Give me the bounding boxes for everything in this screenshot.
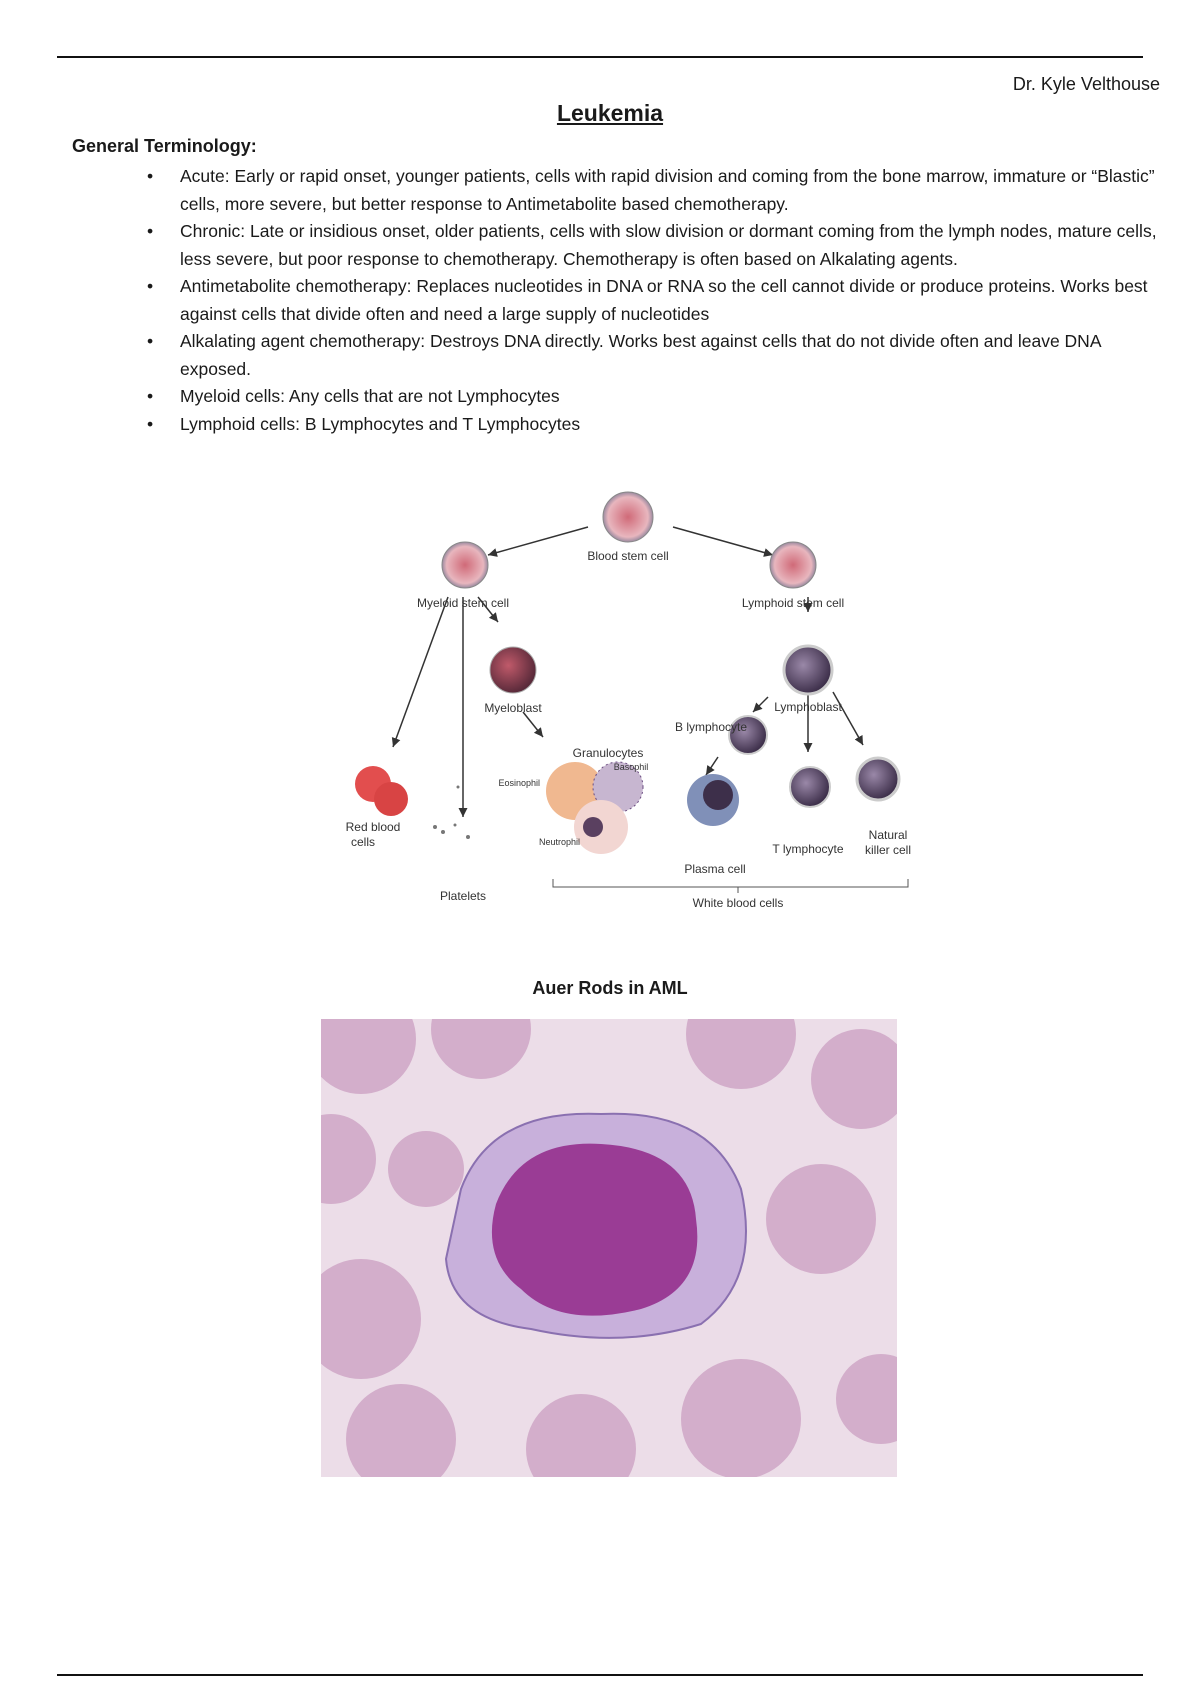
platelets-icon — [433, 785, 470, 839]
lymphoid-stem-cell-icon — [769, 541, 817, 589]
auer-rods-micrograph — [321, 1019, 897, 1477]
bottom-rule — [57, 1674, 1143, 1676]
label-blood-stem: Blood stem cell — [587, 549, 668, 563]
list-item: Myeloid cells: Any cells that are not Ly… — [147, 383, 1160, 411]
label-lymphoblast: Lymphoblast — [774, 700, 842, 714]
label-basophil: Basophil — [614, 762, 649, 772]
figure-caption: Auer Rods in AML — [532, 978, 688, 998]
label-nk-1: Natural — [869, 828, 908, 842]
label-rbc-2: cells — [351, 835, 375, 849]
label-myeloid-stem: Myeloid stem cell — [417, 596, 509, 610]
label-rbc-1: Red blood — [346, 820, 401, 834]
section-heading: General Terminology: — [72, 136, 257, 156]
wbc-bracket — [552, 879, 909, 893]
list-item: Antimetabolite chemotherapy: Replaces nu… — [147, 273, 1160, 328]
label-plasma-cell: Plasma cell — [684, 862, 745, 876]
list-item: Lymphoid cells: B Lymphocytes and T Lymp… — [147, 411, 1160, 439]
blood-stem-cell-icon — [602, 491, 654, 543]
label-platelets: Platelets — [440, 889, 486, 903]
nk-cell-icon — [855, 756, 901, 802]
label-granulocytes: Granulocytes — [573, 746, 644, 760]
label-wbc: White blood cells — [693, 896, 784, 910]
list-item: Alkalating agent chemotherapy: Destroys … — [147, 328, 1160, 383]
basophil-icon — [592, 761, 644, 813]
lymphoblast-icon — [782, 644, 834, 696]
t-lymphocyte-icon — [789, 766, 831, 808]
label-b-lymphocyte: B lymphocyte — [675, 720, 747, 734]
label-t-lymphocyte: T lymphocyte — [772, 842, 843, 856]
label-eosinophil: Eosinophil — [498, 778, 540, 788]
author: Dr. Kyle Velthouse — [1012, 74, 1160, 94]
label-lymphoid-stem: Lymphoid stem cell — [742, 596, 844, 610]
top-rule — [57, 56, 1143, 58]
blood-cell-lineage-diagram: Blood stem cell Myeloid stem cell Lympho… — [346, 491, 911, 910]
myeloid-stem-cell-icon — [441, 541, 489, 589]
page-title: Leukemia — [556, 100, 664, 126]
terminology-list: Acute: Early or rapid onset, younger pat… — [147, 163, 1160, 439]
b-lymphocyte-icon — [728, 715, 768, 755]
list-item: Chronic: Late or insidious onset, older … — [147, 218, 1160, 273]
myeloblast-icon — [489, 646, 537, 694]
arrows — [391, 526, 864, 817]
label-neutrophil: Neutrophil — [539, 837, 580, 847]
label-nk-2: killer cell — [865, 843, 911, 857]
list-item: Acute: Early or rapid onset, younger pat… — [147, 163, 1160, 218]
label-myeloblast: Myeloblast — [484, 701, 542, 715]
